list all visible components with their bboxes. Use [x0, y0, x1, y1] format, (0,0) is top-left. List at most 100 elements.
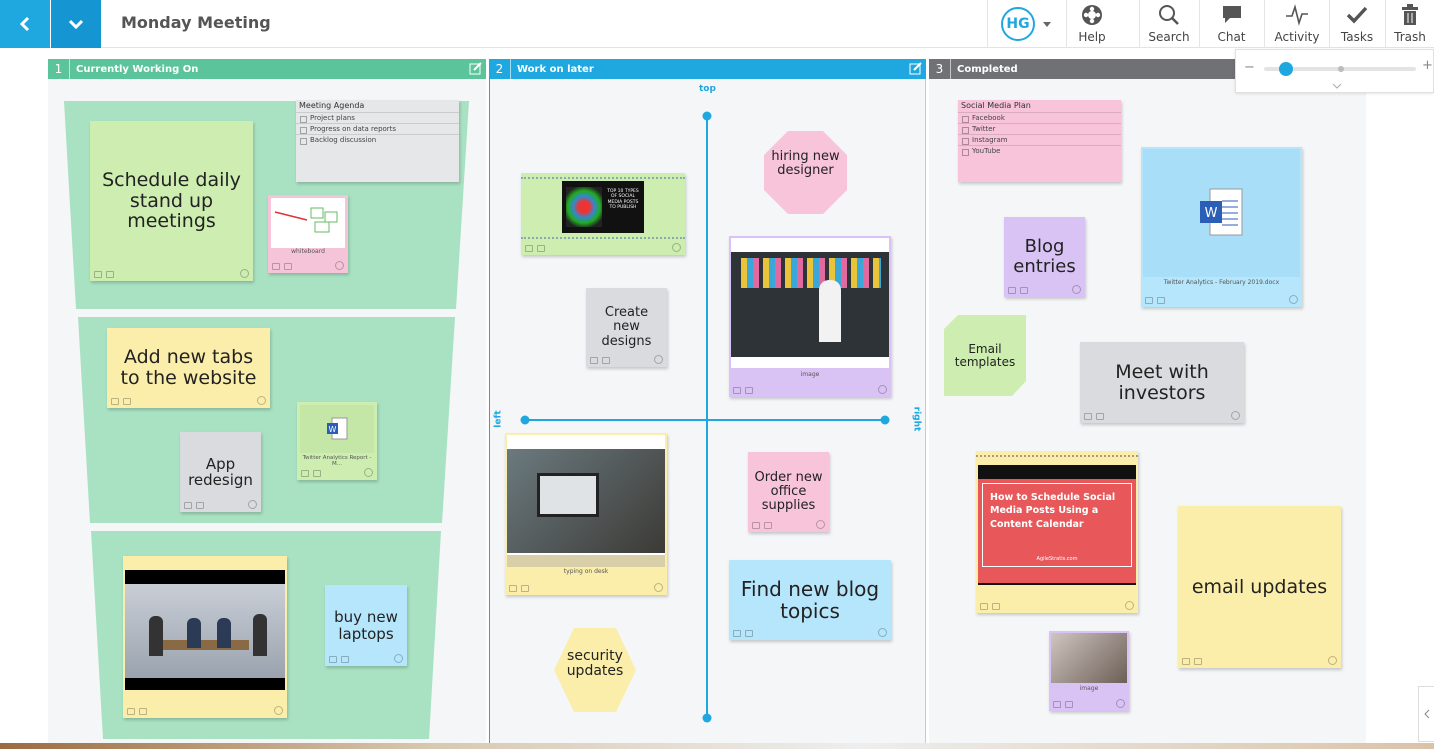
edit-icon[interactable]: [469, 62, 482, 75]
image-card-presentation[interactable]: image: [729, 236, 891, 397]
avatar[interactable]: HG: [1001, 7, 1035, 41]
social-icons-graphic: [566, 187, 602, 227]
doc-card-twitter-2[interactable]: W Twitter Analytics - February 2019.docx: [1141, 147, 1302, 307]
list-title: Social Media Plan: [961, 101, 1031, 110]
check-icon[interactable]: [816, 520, 825, 529]
note-text: Blog entries: [1013, 236, 1076, 277]
activity-button[interactable]: Activity: [1264, 0, 1329, 48]
check-icon[interactable]: [1328, 656, 1337, 665]
note-text: Add new tabs to the website: [120, 346, 257, 389]
check-icon[interactable]: [335, 261, 344, 270]
collapse-chevron-icon[interactable]: [1332, 83, 1342, 89]
list-item[interactable]: Facebook: [958, 112, 1121, 123]
check-icon[interactable]: [1231, 411, 1240, 420]
lane-header-1[interactable]: 1 Currently Working On: [48, 59, 486, 79]
note-app-redesign[interactable]: App redesign: [180, 432, 261, 512]
lane-header-2[interactable]: 2 Work on later: [489, 59, 926, 79]
help-button[interactable]: Help: [1066, 0, 1117, 48]
axis-handle[interactable]: [520, 415, 530, 425]
axis-handle[interactable]: [702, 713, 712, 723]
list-item[interactable]: Instagram: [958, 134, 1121, 145]
octagon-shape: [764, 131, 847, 214]
note-email-templates[interactable]: [944, 315, 1026, 396]
board-menu-button[interactable]: [51, 0, 101, 48]
note-text: hiring new designer: [771, 149, 840, 179]
note-footer: [329, 656, 349, 663]
axis-handle[interactable]: [702, 111, 712, 121]
zoom-in-button[interactable]: +: [1422, 58, 1433, 73]
axis-label-top: top: [699, 84, 716, 94]
image-card-desk[interactable]: image: [1049, 631, 1129, 711]
note-create-designs[interactable]: Create new designs: [586, 288, 667, 367]
desktop-edge: [0, 743, 1434, 749]
note-buy-laptops[interactable]: buy new laptops: [325, 585, 407, 666]
note-meet-investors[interactable]: Meet with investors: [1080, 342, 1244, 423]
note-email-updates[interactable]: email updates: [1178, 506, 1341, 668]
back-button[interactable]: [0, 0, 50, 48]
check-icon[interactable]: [1072, 285, 1081, 294]
note-footer: [127, 708, 147, 715]
check-icon[interactable]: [654, 355, 663, 364]
list-item[interactable]: Backlog discussion: [296, 134, 459, 145]
social-media-plan-list[interactable]: Social Media Plan Facebook Twitter Insta…: [958, 100, 1121, 182]
chevron-left-icon: [19, 17, 30, 31]
image-card-typing[interactable]: typing on desk: [505, 433, 667, 595]
video-site: AgileStratis.com: [1036, 556, 1078, 562]
note-footer: [752, 522, 772, 529]
check-icon[interactable]: [274, 706, 283, 715]
axis-handle[interactable]: [880, 415, 890, 425]
edit-icon[interactable]: [909, 62, 922, 75]
check-icon[interactable]: [257, 396, 266, 405]
trash-button[interactable]: Trash: [1385, 0, 1434, 48]
note-blog-entries[interactable]: Blog entries: [1004, 217, 1085, 297]
search-button[interactable]: Search: [1139, 0, 1198, 48]
whiteboard-card[interactable]: whiteboard: [268, 195, 348, 273]
video-card-how-to[interactable]: How to Schedule Social Media Posts Using…: [976, 451, 1138, 613]
check-icon[interactable]: [1125, 601, 1134, 610]
note-footer: [111, 398, 131, 405]
video-card-top10[interactable]: TOP 10 TYPES OF SOCIAL MEDIA POSTS TO PU…: [521, 173, 685, 255]
hexagon-shape: [554, 628, 636, 712]
list-item[interactable]: Progress on data reports: [296, 123, 459, 134]
note-hiring[interactable]: [764, 131, 847, 214]
check-icon[interactable]: [364, 468, 373, 477]
doc-thumbnail: W: [300, 405, 374, 453]
note-find-blog[interactable]: Find new blog topics: [729, 560, 891, 640]
note-footer: [509, 585, 529, 592]
check-icon[interactable]: [1116, 699, 1125, 708]
meeting-agenda-list[interactable]: Meeting Agenda Project plans Progress on…: [296, 100, 459, 182]
doc-card-twitter-1[interactable]: W Twitter Analytics Report - M...: [297, 402, 377, 480]
doc-thumbnail: W: [1143, 149, 1300, 277]
word-letter: W: [329, 425, 337, 434]
note-schedule[interactable]: Schedule daily stand up meetings: [90, 121, 253, 281]
check-icon[interactable]: [1289, 295, 1298, 304]
zoom-slider-track[interactable]: [1264, 62, 1416, 76]
check-icon[interactable]: [878, 385, 887, 394]
list-item[interactable]: Twitter: [958, 123, 1121, 134]
check-icon[interactable]: [654, 583, 663, 592]
image-photo: [1051, 633, 1127, 683]
check-icon[interactable]: [240, 269, 249, 278]
note-add-tabs[interactable]: Add new tabs to the website: [107, 328, 270, 408]
lane-header-3[interactable]: 3 Completed: [929, 59, 1235, 79]
note-footer: [1145, 297, 1165, 304]
zoom-out-button[interactable]: −: [1244, 60, 1255, 75]
side-panel-toggle[interactable]: [1418, 686, 1434, 742]
note-order-supplies[interactable]: Order new office supplies: [748, 452, 829, 532]
tasks-button[interactable]: Tasks: [1329, 0, 1384, 48]
video-card-meeting[interactable]: [123, 556, 287, 718]
list-item[interactable]: YouTube: [958, 145, 1121, 156]
zoom-slider-handle[interactable]: [1279, 62, 1294, 76]
check-icon[interactable]: [878, 628, 887, 637]
note-security[interactable]: [554, 628, 636, 712]
list-title: Meeting Agenda: [299, 101, 365, 110]
check-icon[interactable]: [672, 243, 681, 252]
chat-button[interactable]: Chat: [1199, 0, 1263, 48]
check-icon[interactable]: [248, 500, 257, 509]
lane-title: Currently Working On: [76, 63, 199, 75]
check-icon[interactable]: [394, 654, 403, 663]
list-item[interactable]: Project plans: [296, 112, 459, 123]
user-menu[interactable]: HG: [987, 0, 1066, 48]
zoom-control: − +: [1235, 49, 1434, 93]
title-box: [982, 483, 1132, 567]
